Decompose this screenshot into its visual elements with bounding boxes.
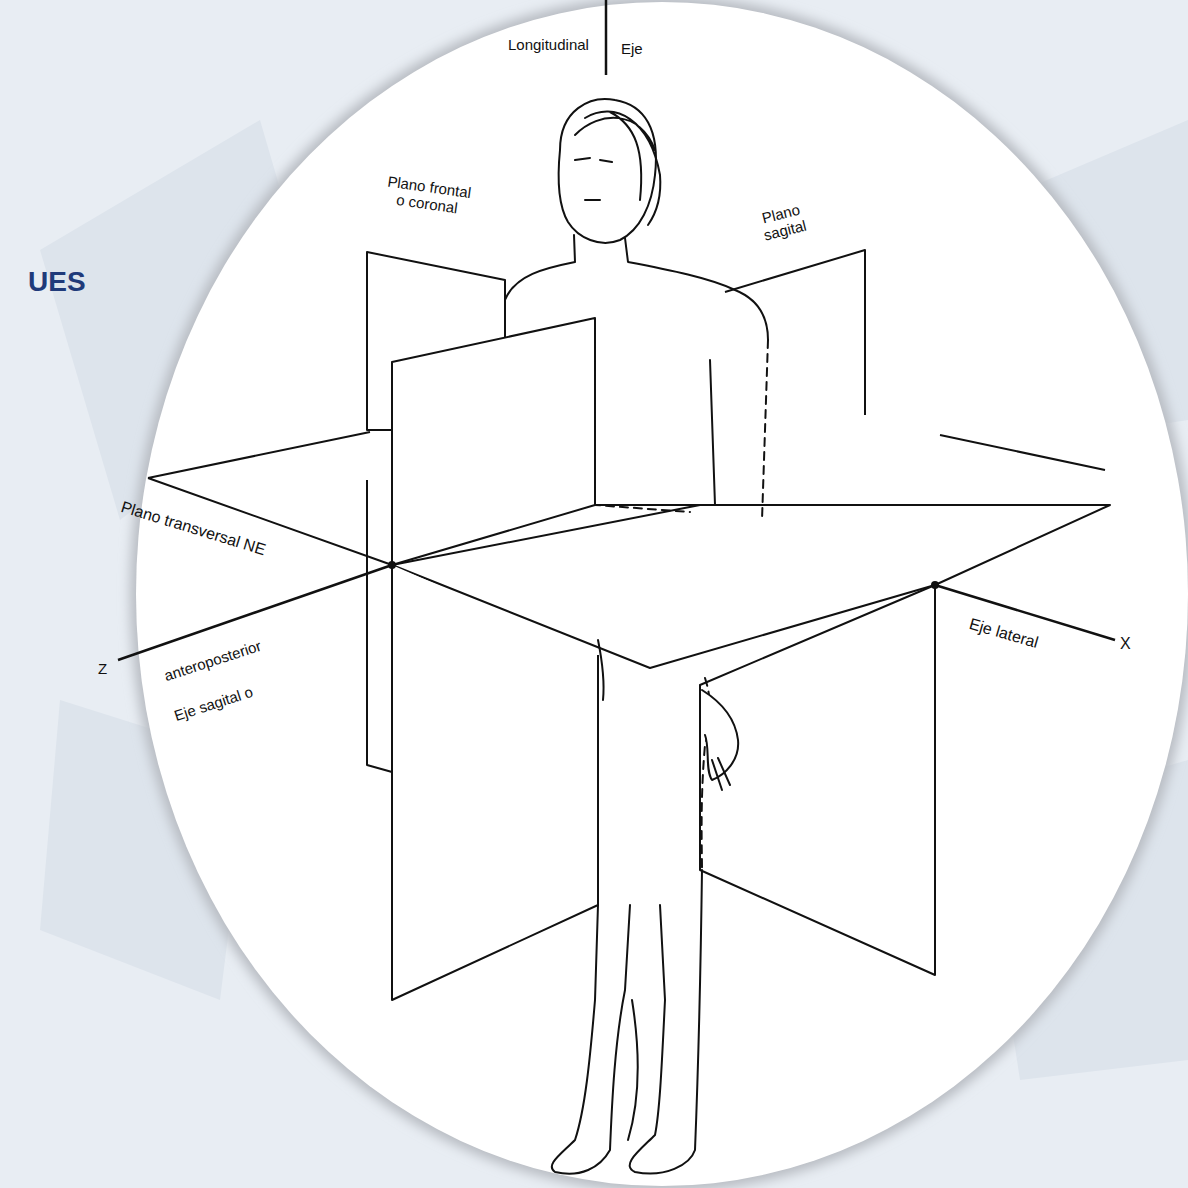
torso-outline — [505, 235, 575, 330]
hand — [712, 758, 730, 790]
frontal-plane — [940, 435, 1105, 470]
hidden-outline — [762, 340, 768, 520]
frontal-plane — [367, 480, 392, 772]
leg-outline — [628, 1000, 638, 1140]
axis-letter: Z — [98, 660, 118, 677]
longitudinal-axis — [605, 0, 608, 75]
axis-label: anteroposterior — [162, 606, 358, 684]
plane-label: Plano frontal o coronal — [380, 172, 476, 219]
leg-outline — [630, 870, 702, 1173]
hand — [702, 690, 738, 780]
axis-label: Eje — [621, 40, 681, 57]
leg-outline — [552, 905, 630, 1174]
axis-label: Longitudinal — [508, 36, 608, 53]
leg-outline — [598, 640, 604, 700]
oval-frame — [136, 2, 1188, 1186]
transverse-plane — [148, 432, 1110, 668]
arm-outline — [710, 360, 715, 505]
plane-label: Plano sagital — [740, 196, 826, 249]
heading-fragment: UES — [28, 266, 148, 298]
oval-shadow — [130, 0, 1188, 1188]
sagittal-plane — [392, 318, 595, 565]
frontal-plane — [700, 585, 935, 975]
axis-letter: X — [1120, 635, 1140, 653]
face — [575, 158, 612, 200]
axis-label: Eje lateral — [967, 615, 1126, 677]
sagittal-plane — [725, 250, 865, 415]
torso-outline — [625, 238, 768, 340]
axis-point — [931, 581, 939, 589]
hidden-outline — [595, 320, 690, 512]
hair — [575, 112, 660, 225]
plane-label: Plano transversal NE — [119, 498, 411, 603]
sagittal-plane — [392, 565, 598, 1000]
axis-point — [388, 561, 396, 569]
